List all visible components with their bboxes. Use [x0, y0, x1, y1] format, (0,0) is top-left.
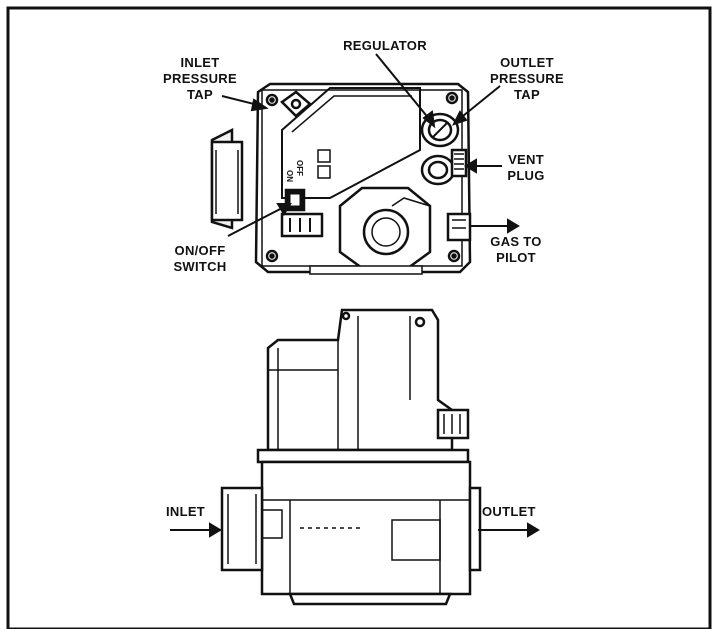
inlet-label: INLET	[166, 504, 206, 519]
valve-side-view	[220, 308, 482, 606]
on-marking: ON	[285, 170, 294, 182]
regulator-label: REGULATOR	[343, 38, 427, 53]
outlet-pressure-tap-label: OUTLET PRESSURE TAP	[490, 55, 564, 102]
callout-leaders	[170, 53, 540, 538]
frame-border	[6, 6, 712, 629]
valve-top-view	[210, 82, 472, 275]
gas-to-pilot-label: GAS TO PILOT	[490, 234, 542, 265]
inlet-pressure-tap-label: INLET PRESSURE TAP	[163, 55, 237, 102]
off-marking: OFF	[295, 160, 304, 176]
on-off-switch-label: ON/OFF SWITCH	[173, 243, 227, 274]
outlet-label: OUTLET	[482, 504, 536, 519]
vent-plug-label: VENT PLUG	[507, 152, 545, 183]
